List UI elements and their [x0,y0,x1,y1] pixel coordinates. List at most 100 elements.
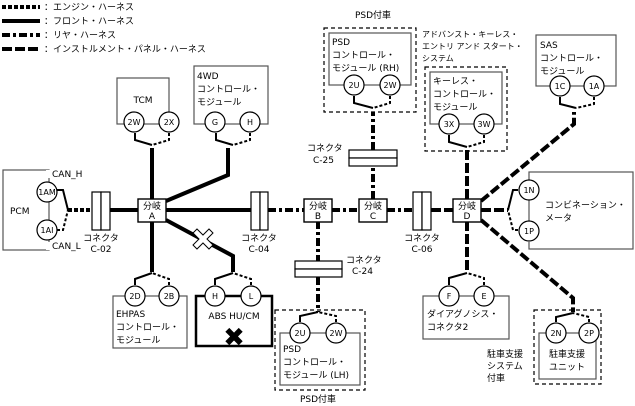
junction-b: 分岐 B [303,198,333,223]
legend-engine-label: ：エンジン・ハーネス [44,2,134,13]
junction-b-id: B [315,212,321,222]
svg-text:2B: 2B [164,292,175,301]
module-sas: SAS コントロール・ モジュール 1C 1A [535,34,617,109]
module-diag-connector: ダイアグノシス・ コネクタ2 F E [422,272,510,340]
svg-text:モジュール: モジュール [433,103,477,113]
psd-rh-option-label: PSD付車 [355,9,391,21]
keyless-pin-3x [438,113,460,135]
connector-c24: コネクタ C-24 [294,255,382,278]
svg-text:H: H [247,118,253,127]
open-circuit-icon [192,228,214,250]
connector-c25: コネクタ C-25 [307,143,398,167]
svg-text:ユニット: ユニット [549,363,585,373]
psd-rh-option-frame [323,27,417,113]
ehpas-pin-2b [158,285,180,307]
abs-label: ABS HU/CM [208,312,259,322]
svg-text:アドバンスト・キーレス・: アドバンスト・キーレス・ [422,30,518,39]
junction-a-id: A [149,212,156,222]
connector-c06-id: C-06 [412,245,433,255]
psd-lh-option-frame [274,309,366,391]
junction-b-label: 分岐 [309,200,327,212]
pcm-can-l-label: CAN_L [52,242,81,252]
module-park-assist: 駐車支援 システム 付車 駐車支援 ユニット 2N 2P [487,309,602,385]
module-abs: ABS HU/CM ✖ H L [194,272,274,353]
harness-d-park [479,218,575,312]
ehpas-pin-2d [124,285,146,307]
svg-text:メータ: メータ [545,213,572,224]
pcm-label: PCM [10,207,29,217]
svg-text:1A: 1A [589,82,600,91]
park-pin-2n [545,322,567,344]
psd-lh-pin-2u [289,322,311,344]
svg-text:2X: 2X [164,118,175,127]
tcm-pin-2w [123,111,145,133]
svg-text:PSD: PSD [332,38,350,48]
svg-text:システム: システム [422,54,454,63]
svg-text:SAS: SAS [540,41,558,51]
connector-c06-label: コネクタ [404,233,440,244]
svg-text:付車: 付車 [487,372,505,384]
svg-text:1AI: 1AI [41,226,54,235]
svg-text:コントロール・: コントロール・ [433,90,496,100]
svg-text:エントリ アンド スタート・: エントリ アンド スタート・ [422,42,523,51]
module-keyless: アドバンスト・キーレス・ エントリ アンド スタート・ システム キーレス・ コ… [422,30,523,152]
svg-text:2U: 2U [349,81,360,90]
legend-rear-label: ：リヤ・ハーネス [44,30,116,41]
legend-instrument-label: ：インストルメント・パネル・ハーネス [44,44,206,55]
svg-text:コネクタ2: コネクタ2 [427,322,468,333]
svg-text:駐車支援: 駐車支援 [549,348,585,360]
module-psd-lh: PSD コントロール・ モジュール (LH) 2U 2W PSD付車 [274,309,366,405]
abs-fault-icon: ✖ [223,323,245,353]
svg-text:2P: 2P [584,329,594,338]
svg-text:駐車支援: 駐車支援 [487,348,523,360]
svg-text:コントロール・: コントロール・ [540,54,603,64]
junction-a: 分岐 A [137,198,167,223]
svg-text:2U: 2U [295,329,306,338]
harness-d-sas [479,112,576,203]
svg-text:キーレス・: キーレス・ [433,77,478,87]
park-option-frame [533,309,602,385]
junction-a-label: 分岐 [143,200,161,212]
connector-c06: コネクタ C-06 [404,191,440,255]
module-4wd: 4WD コントロール・ モジュール G H [193,65,269,146]
psd-lh-pin-2w [325,322,347,344]
keyless-pin-3w [473,113,495,135]
junction-c-id: C [370,212,376,222]
connector-c02: コネクタ C-02 [83,191,119,255]
tcm-pin-2x [158,111,180,133]
svg-text:1AM: 1AM [38,188,56,197]
connector-c24-id: C-24 [352,267,373,277]
connector-c02-id: C-02 [91,245,112,255]
junction-d: 分岐 D [452,198,482,223]
connector-c04: コネクタ C-04 [241,191,277,255]
connector-c04-id: C-04 [249,245,270,255]
svg-text:PSD: PSD [283,345,301,355]
svg-text:1P: 1P [524,227,534,236]
svg-text:ダイアグノシス・: ダイアグノシス・ [427,308,498,320]
sas-pin-1a [583,75,605,97]
svg-text:1C: 1C [555,82,566,91]
svg-text:G: G [212,118,218,127]
pcm-pin-1am [36,181,58,203]
svg-text:3W: 3W [478,120,491,129]
svg-text:F: F [447,292,452,301]
connector-c24-label: コネクタ [346,255,382,266]
junction-d-label: 分岐 [458,200,476,212]
park-pin-2p [578,322,600,344]
junction-c-label: 分岐 [364,200,382,212]
svg-text:2W: 2W [128,118,141,127]
diag-pin-e [473,285,495,307]
module-psd-rh: PSD付車 PSD コントロール・ モジュール (RH) 2U 2W [323,9,417,113]
psd-rh-pin-2u [343,74,365,96]
svg-text:EHPAS: EHPAS [116,310,145,320]
svg-text:システム: システム [487,361,523,372]
psd-rh-pin-2w [379,74,401,96]
svg-text:4WD: 4WD [197,72,219,82]
sas-pin-1c [549,75,571,97]
combi-pin-1n [518,179,540,201]
tcm-label: TCM [132,96,152,106]
svg-text:コントロール・: コントロール・ [197,85,260,95]
svg-text:モジュール (LH): モジュール (LH) [283,371,349,381]
diag-pin-f [438,285,460,307]
